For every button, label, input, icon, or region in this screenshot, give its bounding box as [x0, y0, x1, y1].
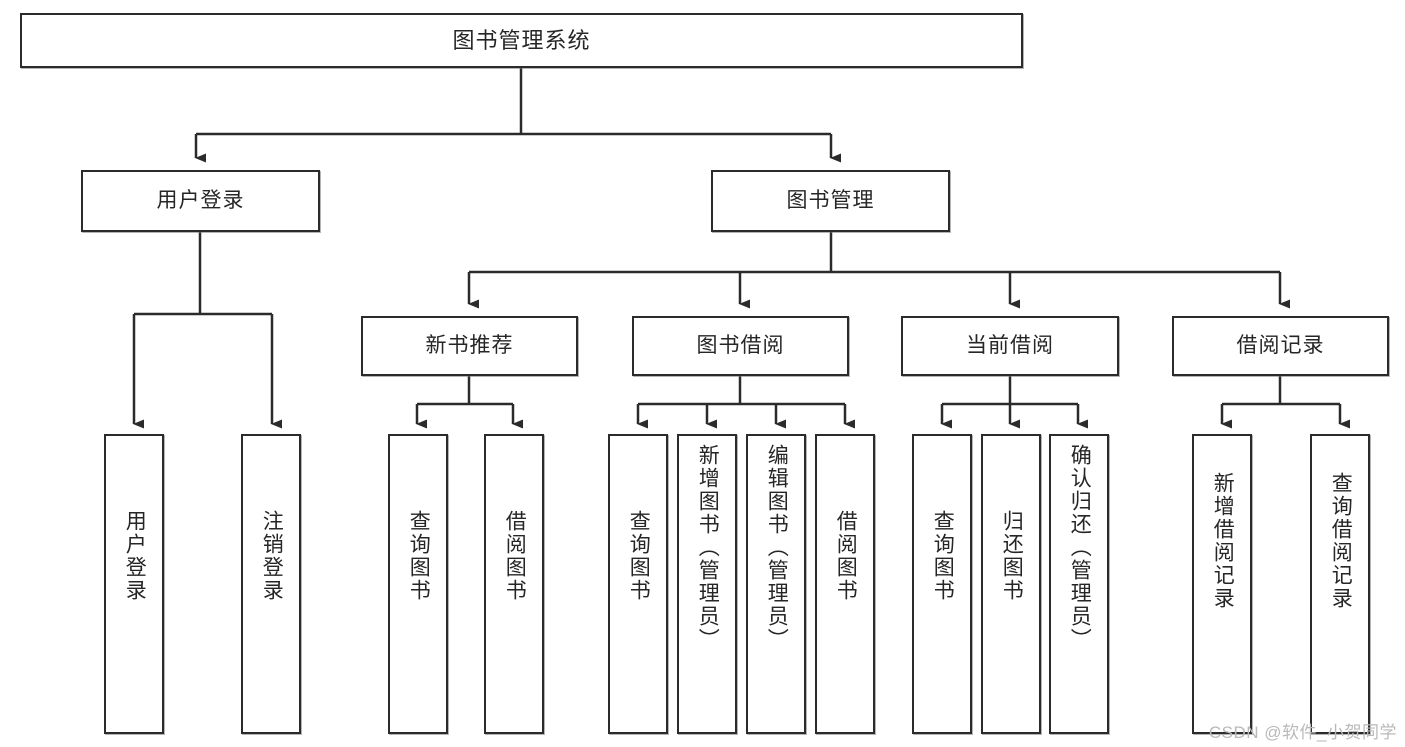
node-label: 归还图书	[1000, 510, 1024, 602]
node-label: 用户登录	[156, 188, 245, 212]
leaf-add-borrow-record[interactable]: 新增借阅记录	[1192, 434, 1252, 734]
node-label: 确认归还（管理员）	[1068, 444, 1092, 651]
node-label: 图书管理系统	[452, 27, 591, 53]
leaf-user-logout[interactable]: 注销登录	[241, 434, 301, 734]
leaf-confirm-return-admin[interactable]: 确认归还（管理员）	[1049, 434, 1109, 734]
node-user-login[interactable]: 用户登录	[81, 170, 320, 232]
node-label: 查询图书	[931, 510, 955, 602]
node-book-borrow[interactable]: 图书借阅	[632, 316, 849, 376]
node-label: 用户登录	[123, 510, 147, 602]
node-label: 新增图书（管理员）	[696, 444, 720, 651]
node-borrow-record[interactable]: 借阅记录	[1172, 316, 1389, 376]
node-label: 新书推荐	[425, 333, 514, 357]
leaf-return-book[interactable]: 归还图书	[981, 434, 1041, 734]
node-label: 借阅图书	[503, 510, 527, 602]
node-label: 新增借阅记录	[1211, 472, 1235, 610]
leaf-query-borrow-record[interactable]: 查询借阅记录	[1310, 434, 1370, 734]
leaf-query-book-current[interactable]: 查询图书	[912, 434, 972, 734]
node-label: 当前借阅	[966, 333, 1054, 357]
node-label: 图书借阅	[696, 333, 785, 357]
node-label: 注销登录	[260, 510, 284, 602]
node-current-borrow[interactable]: 当前借阅	[901, 316, 1119, 376]
leaf-user-login[interactable]: 用户登录	[104, 434, 164, 734]
node-label: 查询借阅记录	[1329, 472, 1353, 610]
node-label: 借阅记录	[1236, 333, 1325, 357]
node-label: 查询图书	[627, 510, 651, 602]
node-label: 编辑图书（管理员）	[765, 444, 789, 651]
csdn-watermark: CSDN @软件_小贺同学	[1208, 723, 1397, 742]
node-label: 图书管理	[786, 188, 875, 212]
node-new-book-recommend[interactable]: 新书推荐	[361, 316, 578, 376]
node-book-management[interactable]: 图书管理	[711, 170, 950, 232]
leaf-add-book-admin[interactable]: 新增图书（管理员）	[677, 434, 737, 734]
leaf-borrow-book-recommend[interactable]: 借阅图书	[484, 434, 544, 734]
node-label: 查询图书	[407, 510, 431, 602]
leaf-query-book-borrow[interactable]: 查询图书	[608, 434, 668, 734]
leaf-borrow-book[interactable]: 借阅图书	[815, 434, 875, 734]
node-label: 借阅图书	[834, 510, 858, 602]
leaf-edit-book-admin[interactable]: 编辑图书（管理员）	[746, 434, 806, 734]
leaf-query-book-recommend[interactable]: 查询图书	[388, 434, 448, 734]
node-root-library-management-system[interactable]: 图书管理系统	[20, 13, 1023, 68]
